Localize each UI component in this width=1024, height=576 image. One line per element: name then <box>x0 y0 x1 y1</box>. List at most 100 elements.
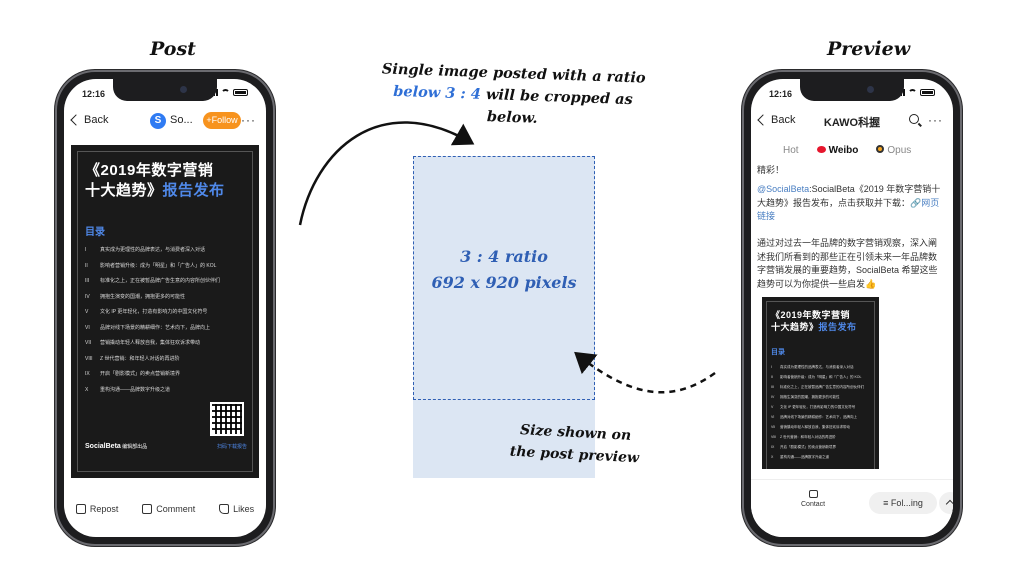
poster-contents-heading: 目录 <box>85 227 105 238</box>
profile-tabs: Hot Weibo Opus <box>751 139 953 161</box>
mention-link[interactable]: @SocialBeta <box>757 184 810 194</box>
repost-button[interactable]: Repost <box>75 504 118 514</box>
size-shown-note: Size shown on the post preview <box>504 418 646 469</box>
status-time: 12:16 <box>769 89 793 99</box>
preview-phone-frame: 12:16 Back KAWO科握 ··· Hot Weibo Opus 精彩！… <box>742 70 962 546</box>
poster-title: 《2019年数字营销 十大趋势》报告发布 <box>771 309 857 333</box>
post-text-top: 精彩！ <box>757 165 785 175</box>
thumbs-up-icon <box>219 504 230 514</box>
phone-notch <box>113 79 217 101</box>
battery-icon <box>920 89 935 96</box>
page-title: KAWO科握 <box>823 117 881 129</box>
preview-phone-screen: 12:16 Back KAWO科握 ··· Hot Weibo Opus 精彩！… <box>751 79 953 537</box>
chevron-left-icon <box>70 114 82 126</box>
post-navbar: Back S So... +Follow ··· <box>64 109 266 133</box>
post-heading: Post <box>150 38 196 60</box>
post-phone-screen: 12:16 Back S So... +Follow ··· 《2019年数字营… <box>64 79 266 537</box>
scroll-up-button[interactable] <box>939 492 953 514</box>
poster-title-line1: 《2019年数字营销 <box>771 310 851 320</box>
following-button[interactable]: ≡ Fol...ing <box>869 492 937 514</box>
cropped-preview-area <box>413 156 595 400</box>
crop-rule-note: Single image posted with a ratio below 3… <box>380 58 646 133</box>
poster-border <box>766 301 875 469</box>
menu-icon: ≡ <box>883 498 891 508</box>
crop-rule-ratio: below 3 : 4 <box>392 82 482 103</box>
chat-icon <box>808 490 818 498</box>
more-options-button[interactable]: ··· <box>928 113 943 127</box>
preview-navbar: Back KAWO科握 ··· <box>751 109 953 133</box>
phone-notch <box>800 79 904 101</box>
poster-title: 《2019年数字营销 十大趋势》报告发布 <box>85 161 225 201</box>
preview-heading: Preview <box>827 38 911 60</box>
weibo-icon <box>816 145 826 153</box>
status-time: 12:16 <box>82 89 106 99</box>
pixel-size-text: 692 x 920 pixels <box>431 273 577 292</box>
poster-border <box>77 151 253 472</box>
poster-title-line2: 十大趋势》 <box>85 182 163 199</box>
qr-label: 扫码下载报告 <box>216 444 247 450</box>
qr-code[interactable] <box>210 402 244 436</box>
poster-title-highlight: 报告发布 <box>162 182 225 199</box>
post-phone-frame: 12:16 Back S So... +Follow ··· 《2019年数字营… <box>55 70 275 546</box>
crop-rule-line2: will be cropped as below. <box>480 85 634 127</box>
tab-hot[interactable]: Hot <box>783 144 799 156</box>
ratio-label: 3 : 4 ratio 692 x 920 pixels <box>413 244 595 296</box>
battery-icon <box>233 89 248 96</box>
poster-title-line2: 十大趋势》 <box>771 322 819 332</box>
back-button[interactable]: Back <box>757 114 796 126</box>
poster-brand: SocialBeta 编辑部出品 <box>85 443 148 450</box>
post-text-para1: @SocialBeta:SocialBeta《2019 年数字营销十大趋势》报告… <box>757 184 941 222</box>
account-logo[interactable]: S <box>150 113 166 129</box>
camera-icon <box>180 86 187 93</box>
follow-button[interactable]: +Follow <box>203 112 241 129</box>
wifi-icon <box>908 89 917 96</box>
comment-icon <box>142 504 153 514</box>
account-name[interactable]: So... <box>170 114 193 126</box>
comment-button[interactable]: Comment <box>142 504 195 514</box>
arrow-from-preview <box>574 351 716 394</box>
ratio-text: 3 : 4 ratio <box>460 247 548 266</box>
web-link[interactable]: 🔗网页链接 <box>757 197 940 222</box>
repost-icon <box>75 504 86 514</box>
likes-button[interactable]: Likes <box>219 504 254 514</box>
opus-icon <box>876 144 885 153</box>
post-action-bar: Repost Comment Likes <box>64 499 266 519</box>
back-button[interactable]: Back <box>70 114 109 126</box>
post-text-para2: 通过对过去一年品牌的数字营销观察，深入阐述我们所看到的那些正在引领未来一年品牌数… <box>757 238 938 289</box>
tab-weibo[interactable]: Weibo <box>816 145 858 156</box>
camera-icon <box>867 86 874 93</box>
contact-button[interactable]: Contact <box>801 490 825 508</box>
poster-title-highlight: 报告发布 <box>818 322 857 332</box>
poster-contents-heading: 目录 <box>771 349 785 356</box>
preview-bottom-bar: Contact ≡ Fol...ing <box>751 479 953 537</box>
search-icon[interactable] <box>909 114 919 124</box>
more-options-button[interactable]: ··· <box>241 113 256 127</box>
back-label: Back <box>84 114 109 126</box>
wifi-icon <box>221 89 230 96</box>
tab-opus[interactable]: Opus <box>876 144 911 156</box>
back-label: Back <box>771 114 796 126</box>
